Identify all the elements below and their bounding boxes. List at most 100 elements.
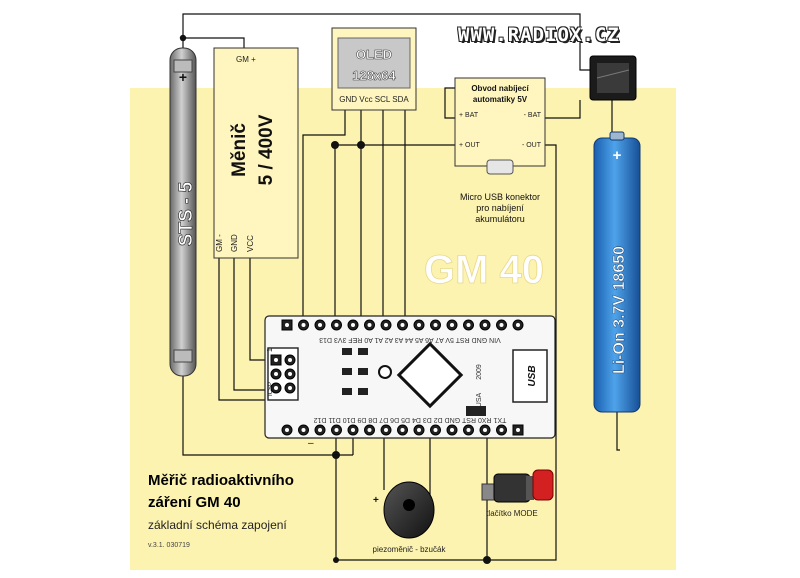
board-smd [342, 368, 352, 375]
converter-pin-gm-plus: GM + [236, 55, 256, 64]
gm-tube-label: STS - 5 [176, 181, 197, 246]
buzzer: + piezoměnič - bzučák [373, 481, 446, 554]
board-pin-hole [516, 428, 520, 432]
board-pin-hole [450, 428, 454, 432]
oled-pins: GND Vcc SCL SDA [339, 95, 409, 104]
board-pin-hole [334, 323, 339, 327]
board-pin-hole [400, 323, 405, 327]
board-icsp-one: 1 [267, 348, 274, 352]
converter-name-line1: Měnič [229, 123, 250, 177]
board-pin-hole [288, 358, 292, 362]
board-pin-hole [351, 323, 355, 327]
mode-button: tlačítko MODE [481, 469, 554, 518]
wire-top-frame [182, 13, 600, 71]
usb-note-line2: pro nabíjení [476, 203, 524, 213]
footer-title-line1: Měřič radioaktivního [148, 472, 294, 489]
board-pin-hole [483, 428, 487, 432]
board-pin-hole [318, 428, 322, 432]
wire-bat-minus [545, 100, 581, 119]
board-usb-label: USB [527, 365, 538, 386]
buzzer-plus: + [373, 495, 379, 506]
charger-out-plus: + OUT [459, 142, 481, 149]
board-smd [466, 406, 486, 416]
wire-tube-top-to-converter [182, 37, 245, 48]
usb-note-line1: Micro USB konektor [460, 192, 540, 202]
board-pin-hole [417, 323, 421, 327]
board-pin-hole [301, 323, 306, 327]
gm-tube-cap-top [173, 59, 193, 73]
mode-button-thread [526, 476, 534, 500]
wire-tube-bottom [182, 376, 353, 456]
gm-tube: + STS - 5 [169, 47, 197, 377]
board-pin-hole [450, 323, 454, 327]
gm-tube-plus: + [179, 69, 187, 85]
power-switch-edge [596, 69, 630, 79]
board-pin-hole [285, 323, 289, 327]
board-usb-port [512, 349, 548, 403]
charger-module: Obvod nabíjecí automatiky 5V + BAT - BAT… [454, 77, 546, 224]
micro-usb-connector [486, 159, 514, 175]
board-pin-hole [318, 323, 322, 327]
board-pin-hole [351, 428, 355, 432]
junctions [179, 34, 491, 564]
wire-out-minus [490, 144, 557, 561]
oled-line1: OLED [356, 47, 392, 62]
board-bottom-pins: TX1 RX0 RST GND D2 D3 D4 D5 D6 D7 D8 D9 … [314, 416, 507, 423]
wire-bat-plus [444, 87, 455, 119]
junction-dot [332, 451, 340, 459]
board-smd [358, 368, 368, 375]
usb-note-line3: akumulátoru [475, 214, 525, 224]
converter-pin-gnd: GND [230, 234, 239, 252]
board-minus: – [308, 438, 314, 449]
junction-dot [333, 557, 339, 563]
board-pin-hole [466, 428, 471, 432]
board: GM 40 USB ICSP 1 VIN GND RST 5V A7 A6 A5… [264, 248, 556, 449]
board-reset-button [378, 365, 392, 379]
battery-plus: + [613, 147, 622, 164]
board-pin-hole [367, 428, 372, 432]
board-top-pins: VIN GND RST 5V A7 A6 A5 A4 A3 A2 A1 A0 R… [319, 336, 501, 343]
board-icsp-pins [270, 354, 296, 394]
gm-tube-body [169, 47, 197, 377]
board-pin-hole [433, 428, 438, 432]
wire-battery-bottom [616, 412, 620, 451]
board-pin-hole [334, 428, 339, 432]
board-pin-hole [417, 428, 421, 432]
board-year: 2009 [476, 364, 483, 380]
board-pin-hole [288, 372, 292, 376]
oled-line2: 128x64 [352, 68, 396, 83]
wire-oled-gnd [302, 110, 346, 325]
board-pin-hole [483, 323, 487, 327]
board-mcu-chip [396, 341, 464, 409]
converter-box [213, 47, 299, 259]
board-name: GM 40 [424, 248, 544, 292]
junction-dot [483, 556, 491, 564]
mode-button-cap [532, 469, 554, 501]
mode-button-body [493, 473, 531, 503]
battery-label: Li-On 3.7V 18650 [611, 246, 628, 374]
board-pin-hole [433, 323, 438, 327]
board-smd [358, 388, 368, 395]
board-pin-hole [384, 323, 388, 327]
board-top-pin-row [281, 319, 524, 331]
board-smd [342, 348, 352, 355]
board-pin-hole [499, 428, 504, 432]
charger-title-line2: automatiky 5V [473, 95, 528, 104]
converter-pin-gm-minus: GM - [215, 234, 224, 252]
oled-module: OLED 128x64 GND Vcc SCL SDA [331, 27, 417, 111]
junction-dot [331, 141, 339, 149]
wire-gm-minus [218, 258, 286, 401]
board-pin-hole [274, 372, 278, 376]
website-label: WWW.RADIOX.CZ [458, 24, 620, 46]
board-pin-hole [499, 323, 504, 327]
battery-terminal [609, 131, 625, 141]
charger-bat-minus: - BAT [524, 112, 542, 119]
board-pin-hole [466, 323, 471, 327]
charger-title-line1: Obvod nabíjecí [471, 84, 529, 93]
charger-box [454, 77, 546, 167]
board-pin-hole [274, 386, 278, 390]
oled-screen [337, 37, 411, 89]
charger-bat-plus: + BAT [459, 112, 479, 119]
